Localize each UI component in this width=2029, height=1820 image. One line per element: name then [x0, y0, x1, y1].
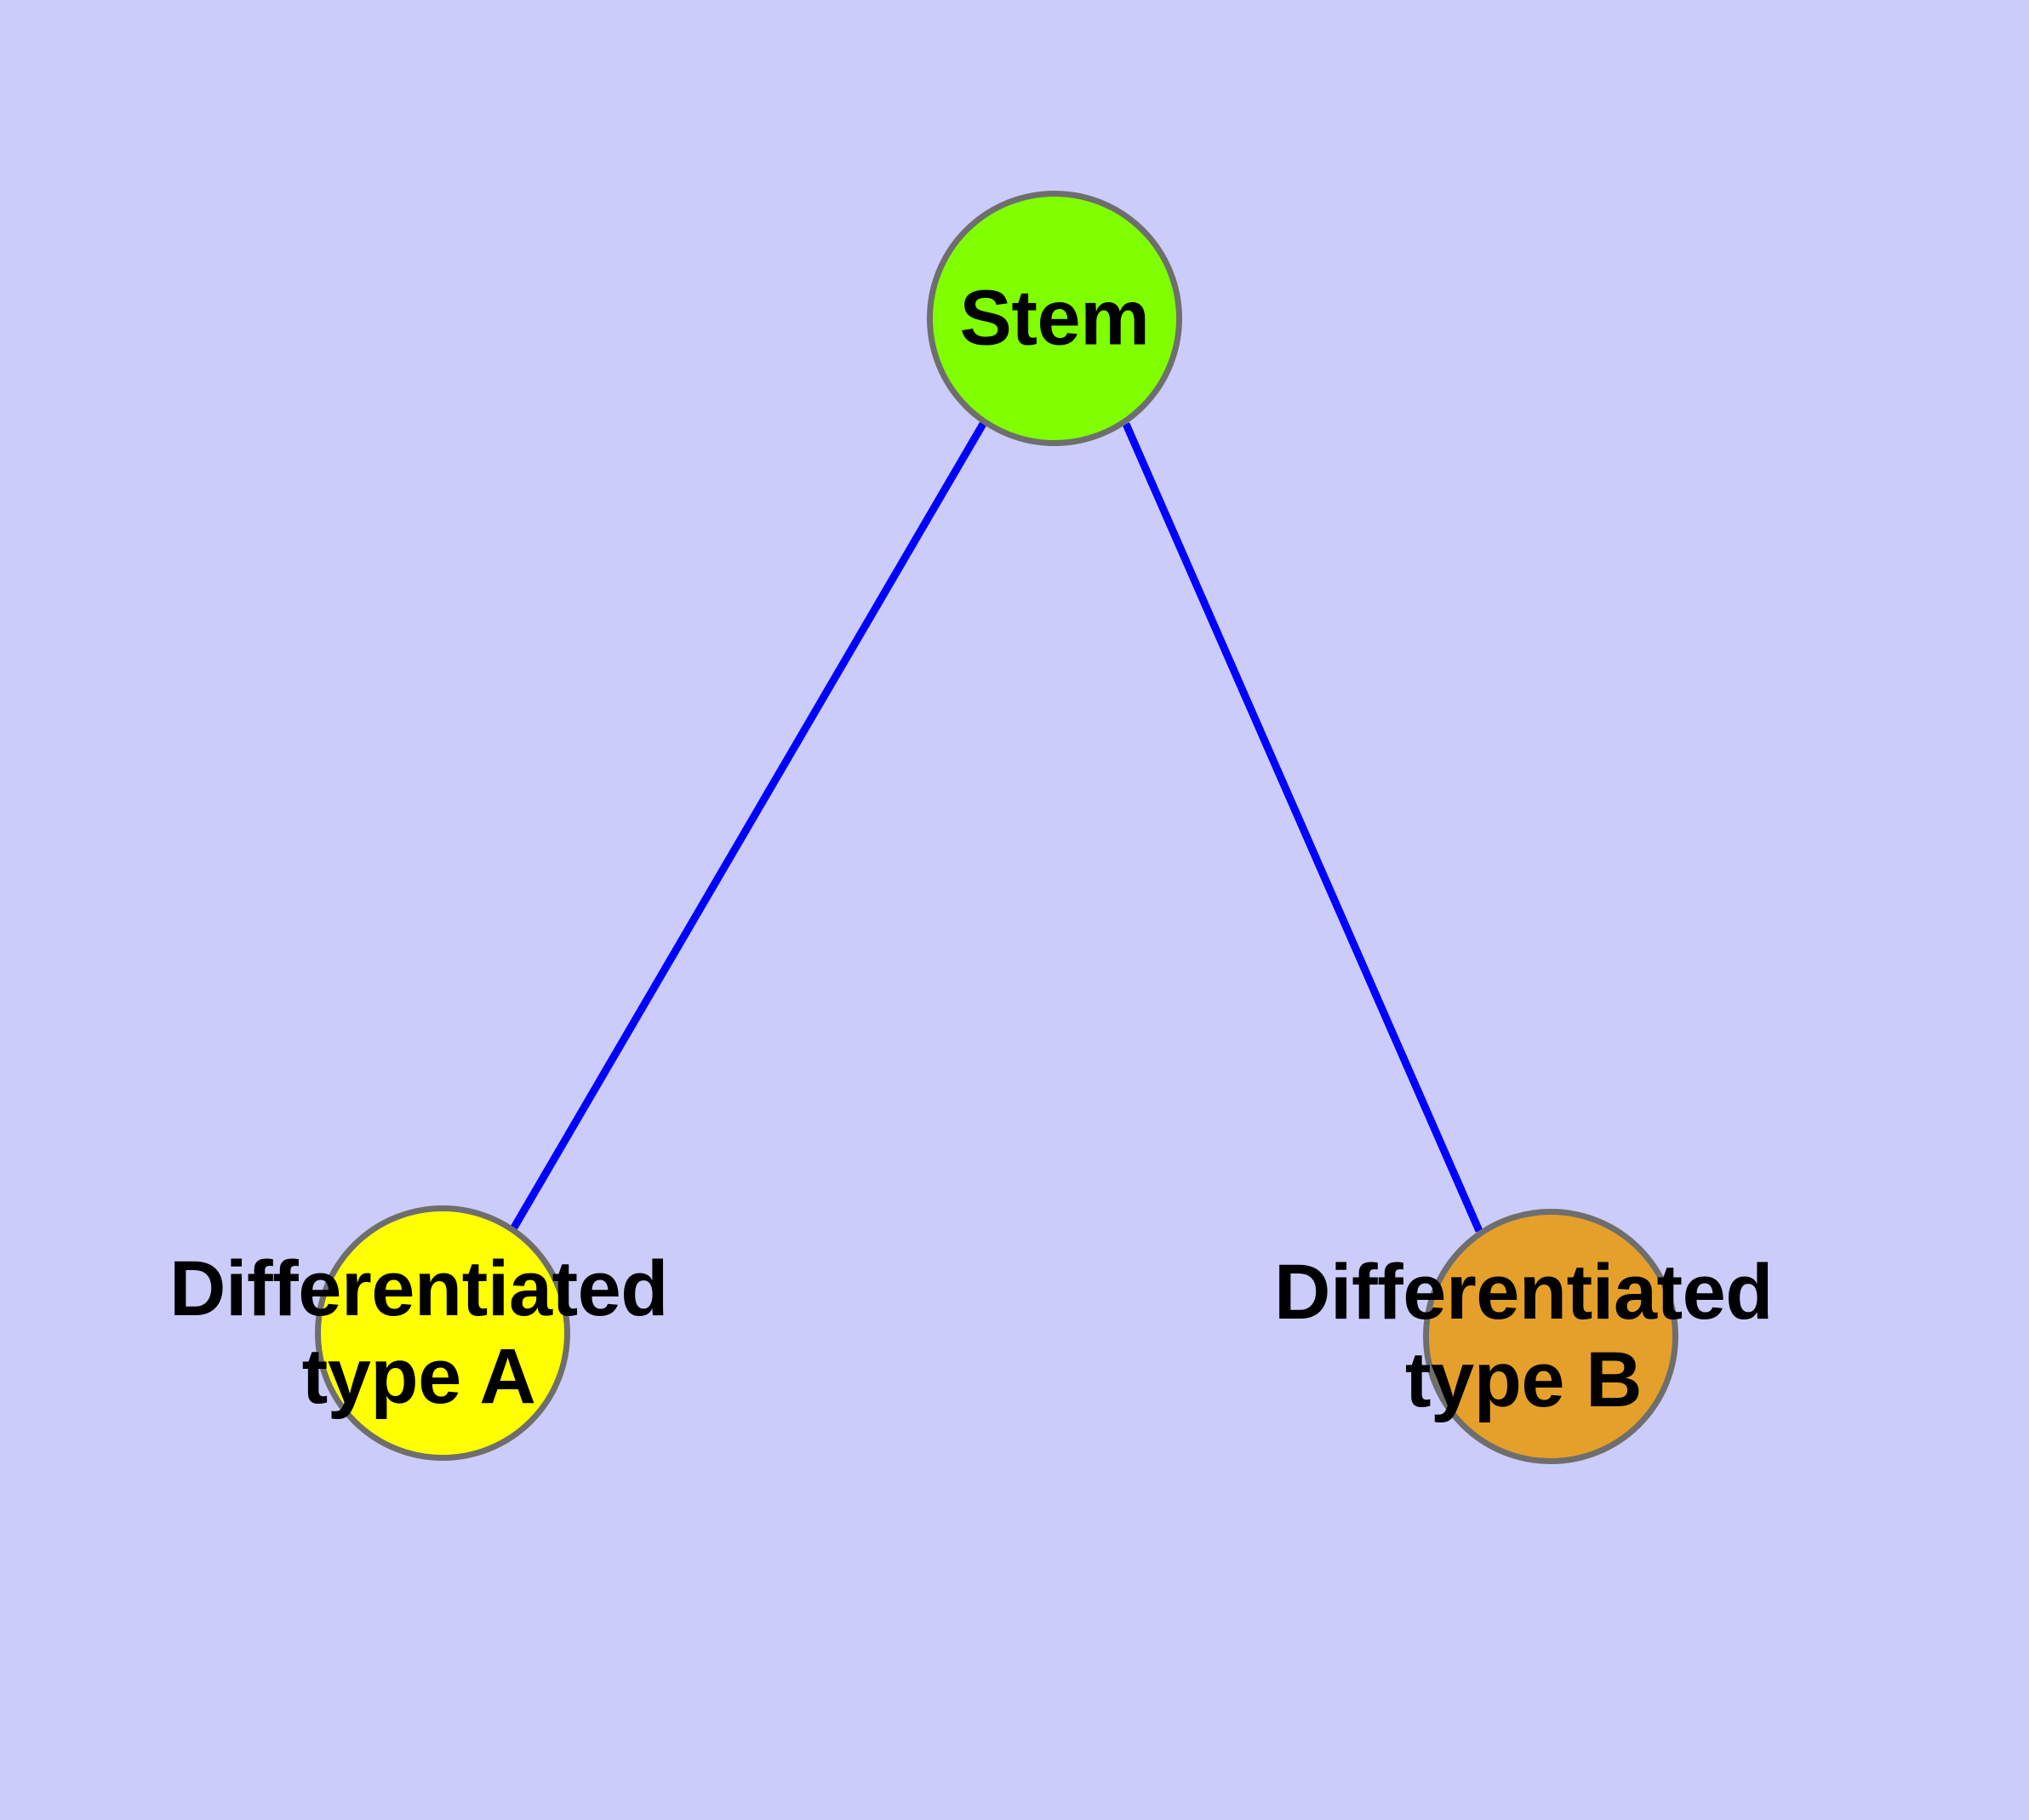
edges-layer — [511, 421, 1483, 1233]
graph-edge-stem-to-diff-b — [1122, 422, 1483, 1233]
nodes-layer — [315, 191, 1678, 1464]
graph-node-diff-a[interactable] — [315, 1205, 570, 1461]
graph-node-stem[interactable] — [927, 191, 1182, 446]
graph-edge-stem-to-diff-a — [511, 421, 986, 1230]
graph-node-diff-b[interactable] — [1423, 1209, 1678, 1464]
